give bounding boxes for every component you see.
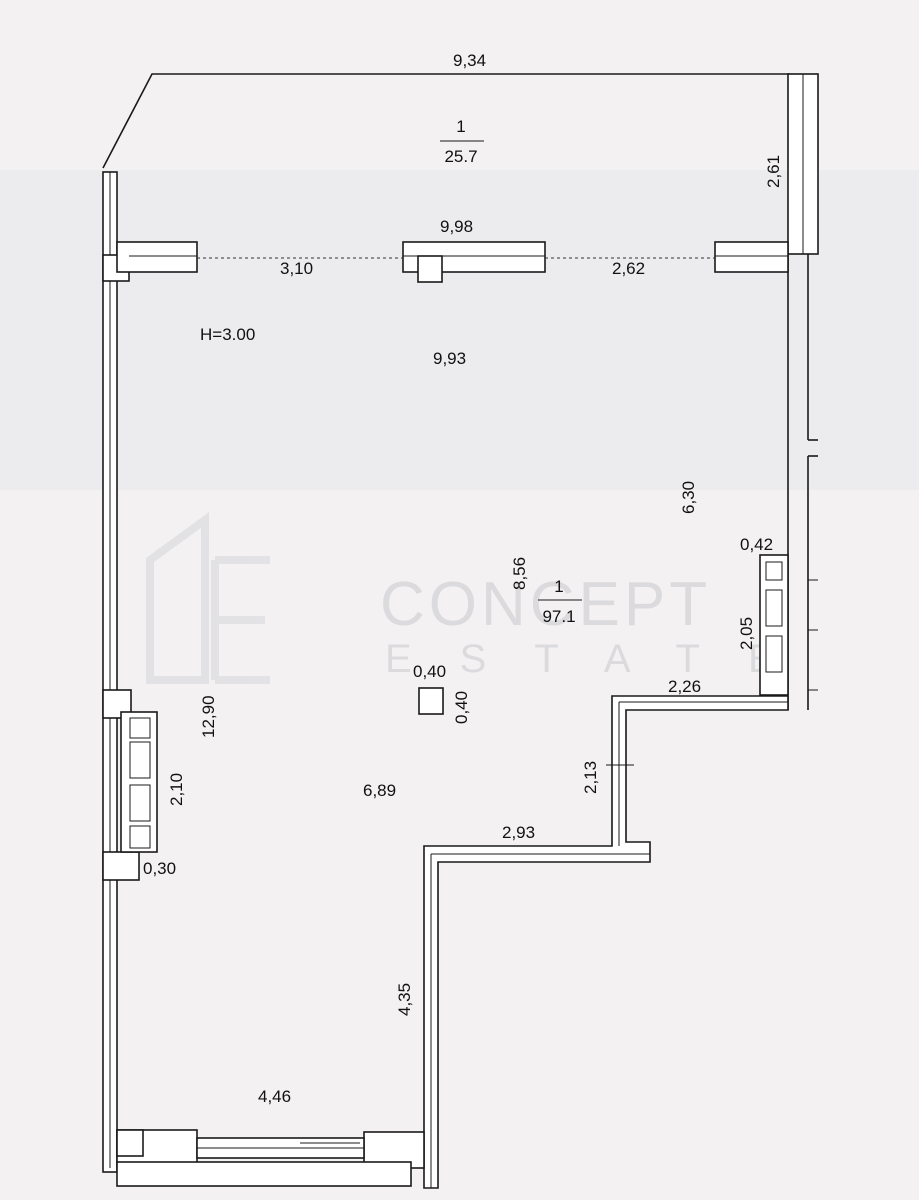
dim-left-wall-height: 12,90 (199, 695, 218, 738)
room-label-main: 1 97.1 (538, 577, 582, 626)
dim-step-height: 2,13 (581, 761, 600, 794)
room-area: 97.1 (542, 607, 575, 626)
room-number: 1 (456, 117, 465, 136)
beam (116, 241, 789, 283)
left-niche (120, 711, 158, 853)
watermark-sub: ESTATE (385, 637, 823, 681)
dim-left-niche-height: 2,10 (167, 773, 186, 806)
dim-left-niche-depth: 0,30 (143, 859, 176, 878)
dim-beam-left: 3,10 (280, 259, 313, 278)
dim-niche-height: 2,05 (737, 617, 756, 650)
dim-column-depth: 0,40 (452, 691, 471, 724)
room-area: 25.7 (444, 147, 477, 166)
dim-main-width: 9,93 (433, 349, 466, 368)
column (418, 687, 444, 715)
right-wall (787, 73, 819, 710)
dim-center-height: 8,56 (510, 557, 529, 590)
left-wall (102, 171, 140, 1173)
dim-bottom-width: 4,46 (258, 1087, 291, 1106)
dim-top-width: 9,34 (453, 51, 486, 70)
bottom-wall (116, 1129, 425, 1187)
dim-beam-width: 9,98 (440, 217, 473, 236)
watermark-logo (146, 512, 270, 684)
dim-step-width-lower: 2,93 (502, 823, 535, 842)
dim-step-width-upper: 2,26 (668, 677, 701, 696)
dim-beam-right: 2,62 (612, 259, 645, 278)
dim-niche-width: 0,42 (740, 535, 773, 554)
dim-column-width: 0,40 (413, 662, 446, 681)
balcony-outline (102, 73, 790, 169)
room-number: 1 (554, 577, 563, 596)
ceiling-height: H=3.00 (200, 325, 255, 344)
dim-middle-width: 6,89 (363, 781, 396, 800)
room-label-balcony: 1 25.7 (440, 117, 484, 166)
scan-band (0, 170, 919, 490)
dim-balcony-right-depth: 2,61 (764, 155, 783, 188)
dim-right-wall-upper: 6,30 (679, 481, 698, 514)
right-niche (759, 554, 789, 696)
watermark-brand: CONCEPT (380, 570, 711, 639)
dim-lower-height: 4,35 (395, 983, 414, 1016)
step-walls (423, 695, 789, 1189)
